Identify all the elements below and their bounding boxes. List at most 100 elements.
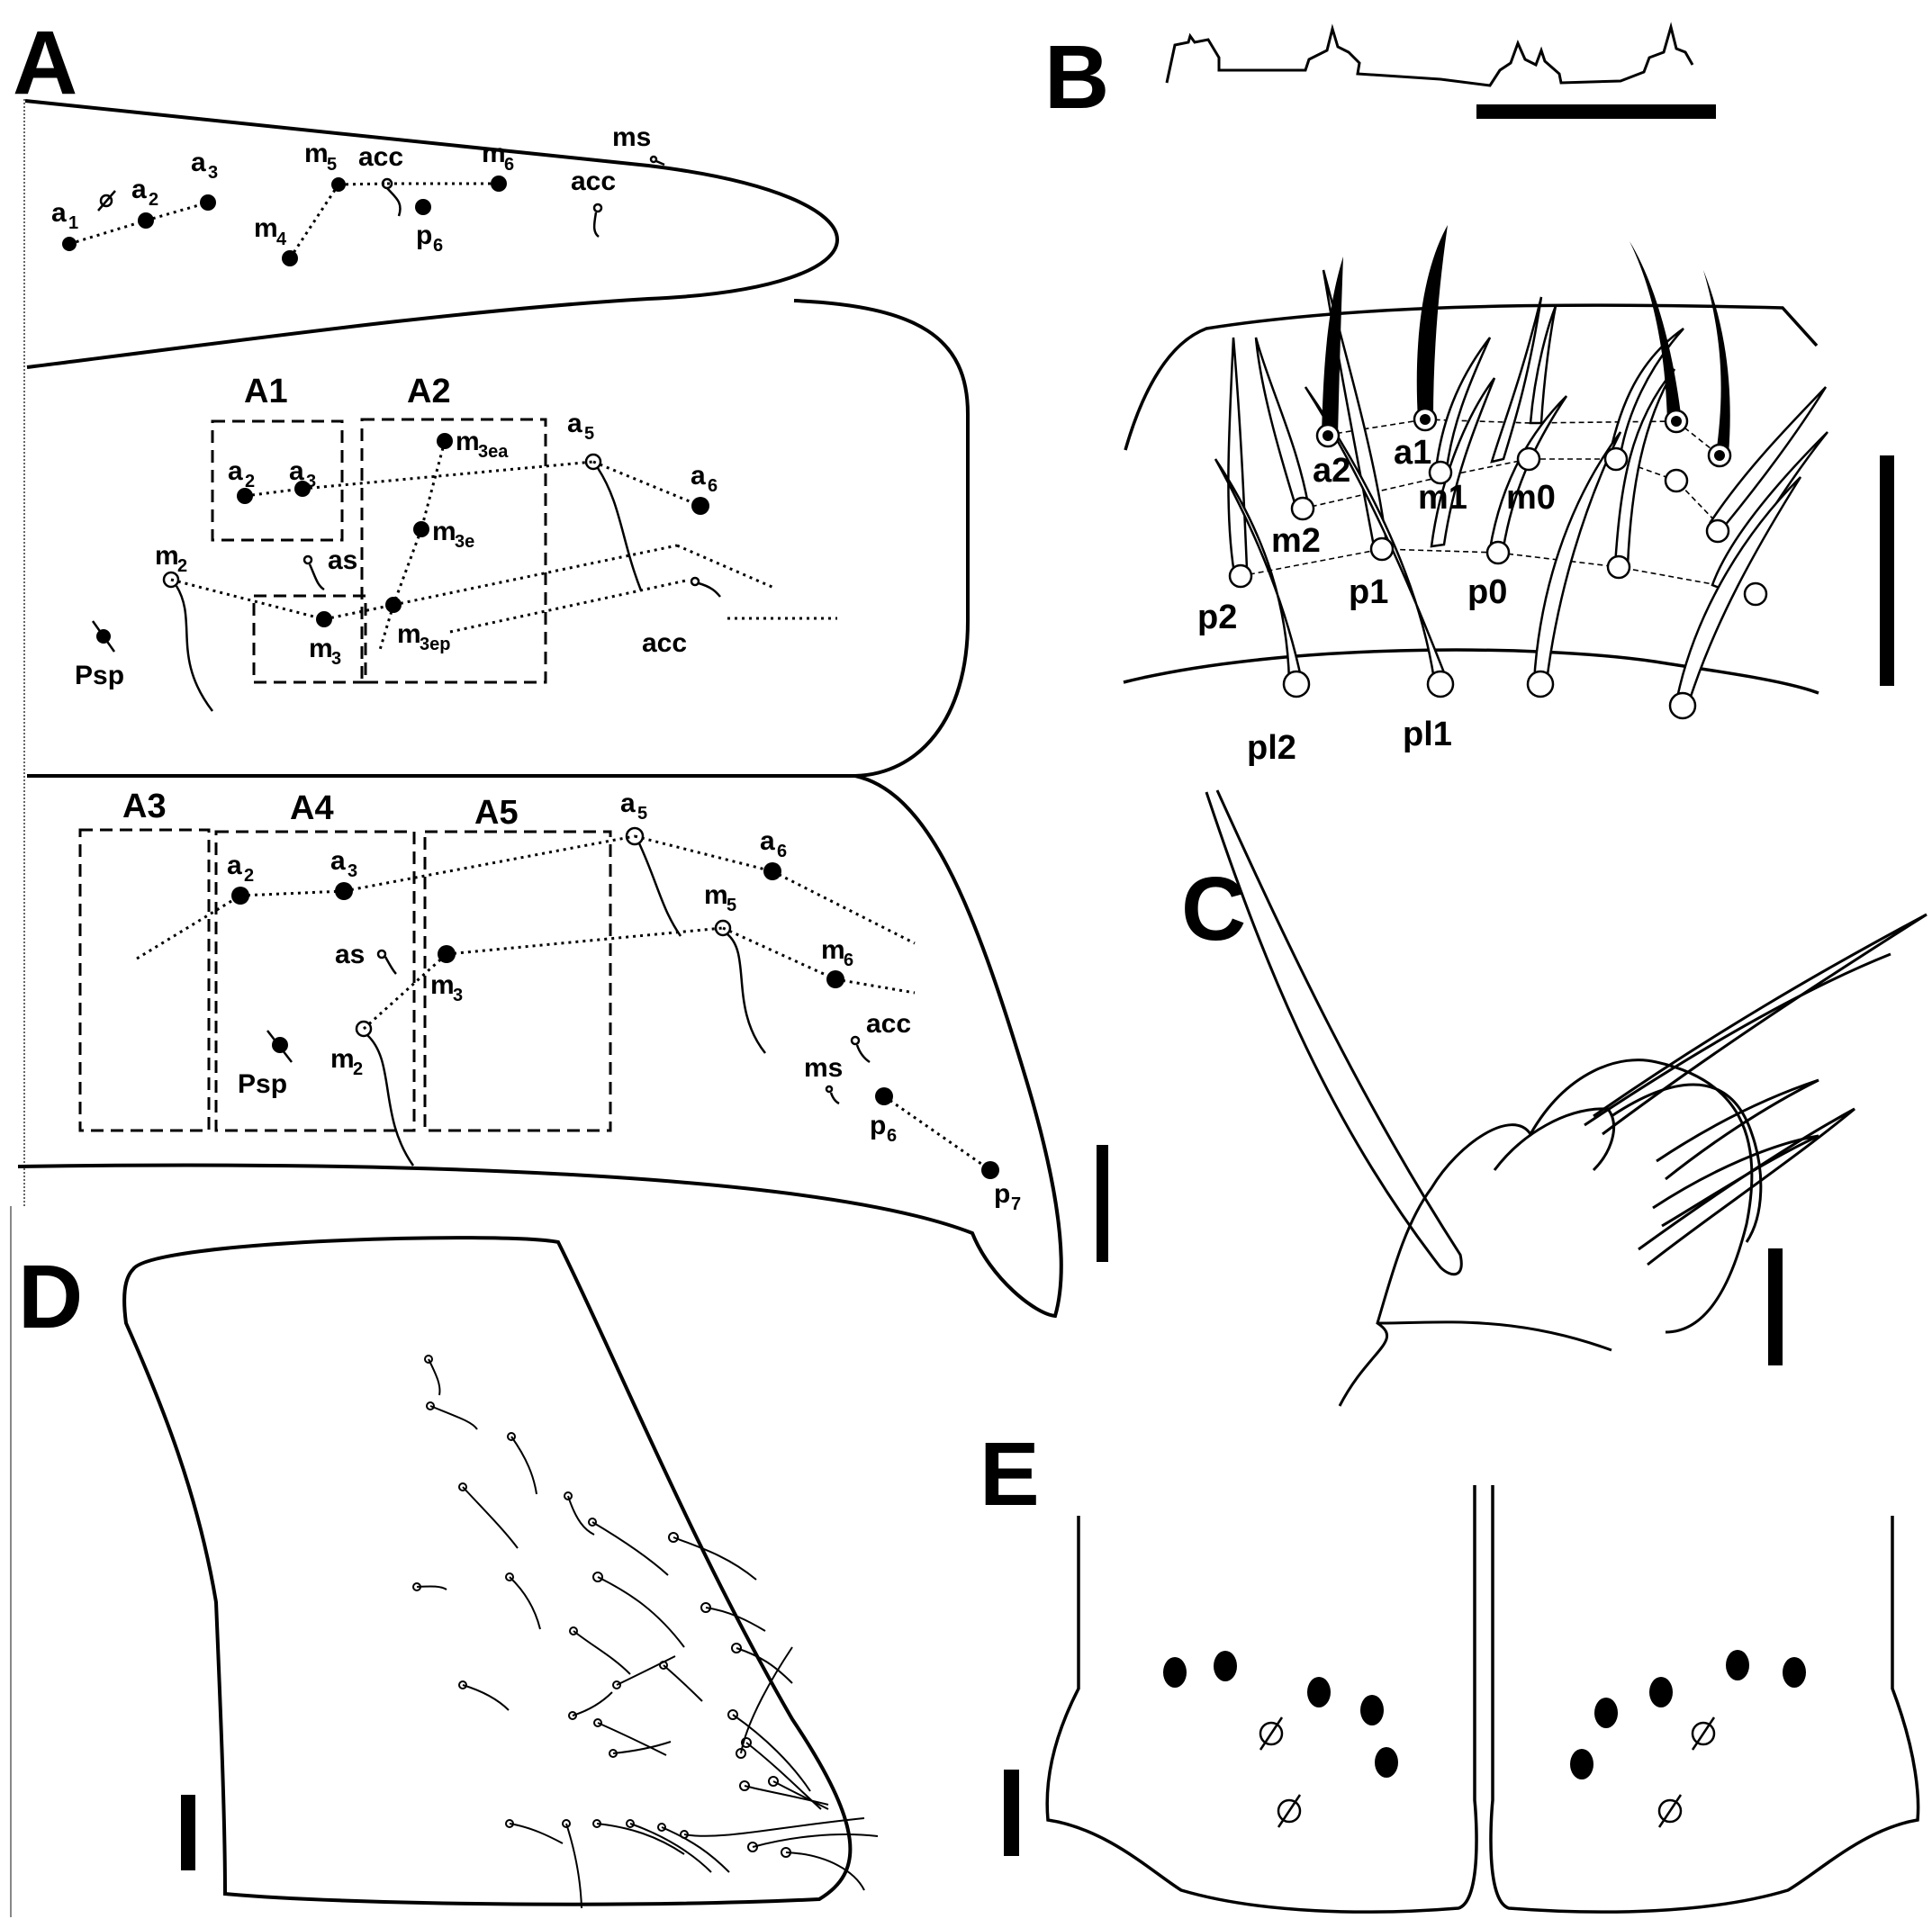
- scale-bar-d: [181, 1795, 195, 1870]
- panel-e: E: [980, 1424, 1920, 1914]
- label-s2-m2: m: [155, 541, 179, 571]
- label-s3-acc: acc: [866, 1009, 911, 1039]
- label-s3-m2: m: [330, 1044, 355, 1074]
- panel-e-letter: E: [980, 1424, 1040, 1525]
- label-m6: m: [482, 139, 506, 168]
- panel-b-letter: B: [1044, 27, 1109, 128]
- label-s3-a2: a: [227, 851, 242, 880]
- label-a2: a: [131, 175, 147, 204]
- label-s3-a3: a: [330, 846, 346, 876]
- label-a3-sub: 3: [208, 163, 218, 183]
- label-s3-a3-sub: 3: [348, 861, 357, 881]
- panel-a: A: [13, 13, 1108, 1319]
- box-a2-label: A2: [407, 373, 451, 410]
- box-a3: [78, 828, 211, 1132]
- label-s2-m3-sub: 3: [331, 649, 341, 669]
- segment-3-outline: [17, 774, 1063, 1319]
- panel-a-letter: A: [13, 13, 77, 113]
- panel-d-letter: D: [18, 1247, 83, 1347]
- box-a1: [211, 419, 344, 542]
- label-s2-a6-sub: 6: [708, 476, 718, 496]
- label-ms-1: ms: [612, 122, 651, 152]
- label-b-m2: m2: [1271, 522, 1321, 560]
- label-s2-a5: a: [567, 409, 582, 438]
- label-m3ep: m: [397, 619, 421, 649]
- label-m3ea-sub: 3ea: [478, 442, 509, 462]
- label-s3-m5-sub: 5: [727, 896, 736, 915]
- label-s3-a6-sub: 6: [777, 842, 787, 861]
- label-m3e: m: [432, 517, 456, 546]
- label-b-a2: a2: [1313, 452, 1350, 490]
- label-s3-m3-sub: 3: [453, 986, 463, 1005]
- label-s2-acc: acc: [642, 628, 687, 658]
- label-s3-a6: a: [760, 826, 775, 856]
- box-a1-label: A1: [244, 373, 288, 410]
- scale-bar-e: [1004, 1770, 1019, 1856]
- label-b-m0: m0: [1506, 479, 1556, 517]
- tergite-outline: [1124, 303, 1819, 451]
- label-s3-a5: a: [620, 788, 636, 818]
- label-s3-m2-sub: 2: [353, 1059, 363, 1079]
- box-a4: [214, 830, 416, 1132]
- label-s3-m6: m: [821, 935, 845, 965]
- label-a1: a: [51, 198, 67, 228]
- label-b-pl2: pl2: [1247, 729, 1296, 767]
- scale-bar-b-top: [1476, 104, 1716, 119]
- label-b-p1: p1: [1349, 573, 1388, 611]
- label-b-p0: p0: [1467, 573, 1507, 611]
- box-a3-label: A3: [122, 788, 167, 825]
- label-s2-psp: Psp: [75, 661, 124, 690]
- label-s3-a5-sub: 5: [637, 804, 647, 824]
- label-a3: a: [191, 148, 206, 177]
- segment-2-outline: [27, 299, 970, 778]
- label-s3-p7-sub: 7: [1011, 1194, 1021, 1214]
- label-m6-sub: 6: [504, 155, 514, 175]
- label-a2-sub: 2: [149, 190, 158, 210]
- box-a4-label: A4: [290, 789, 334, 827]
- tergite-lower-outline: [1123, 648, 1819, 695]
- panel-c: C: [1181, 789, 1927, 1407]
- panel-d: D: [18, 1236, 879, 1909]
- label-s3-a2-sub: 2: [244, 866, 254, 886]
- scale-bar-c: [1768, 1248, 1783, 1365]
- profile-line: [1165, 22, 1694, 87]
- label-b-p2: p2: [1197, 599, 1237, 636]
- label-s2-as: as: [328, 545, 357, 575]
- label-s2-m3: m: [309, 634, 333, 663]
- panel-b: B: [1044, 22, 1894, 767]
- label-s3-m3: m: [430, 970, 455, 1000]
- label-s3-psp: Psp: [238, 1069, 287, 1099]
- scale-bar-b: [1880, 455, 1894, 686]
- plate-outline-right: [1489, 1485, 1920, 1914]
- label-p6-sub: 6: [433, 236, 443, 256]
- label-s2-a5-sub: 5: [584, 424, 594, 444]
- scale-bar-a: [1097, 1145, 1108, 1262]
- label-p6: p: [416, 221, 432, 250]
- label-m4-sub: 4: [276, 230, 287, 249]
- plate-outline: [122, 1236, 853, 1906]
- label-s2-a2: a: [228, 456, 243, 486]
- label-acc-2: acc: [571, 167, 616, 196]
- plate-outline-left: [1045, 1485, 1478, 1914]
- box-a2: [360, 418, 547, 684]
- label-s3-p6-sub: 6: [887, 1126, 897, 1146]
- segment-1-chaetae: [68, 182, 499, 259]
- label-s3-p7: p: [994, 1179, 1010, 1209]
- label-s3-ms: ms: [804, 1053, 843, 1083]
- label-b-a1: a1: [1394, 434, 1431, 472]
- label-b-m1: m1: [1418, 479, 1467, 517]
- segment-1-outline: [24, 99, 839, 369]
- label-s2-a2-sub: 2: [245, 472, 255, 491]
- label-s3-as: as: [335, 940, 365, 969]
- panel-c-letter: C: [1181, 859, 1246, 959]
- label-a1-sub: 1: [68, 213, 78, 233]
- box-a5: [423, 830, 612, 1132]
- label-m3e-sub: 3e: [455, 532, 474, 552]
- label-m5-sub: 5: [327, 155, 337, 175]
- label-s2-a3: a: [289, 456, 304, 486]
- label-s2-a3-sub: 3: [306, 472, 316, 491]
- label-s3-m6-sub: 6: [844, 950, 853, 970]
- label-m4: m: [254, 213, 278, 243]
- label-m3ep-sub: 3ep: [420, 635, 450, 654]
- label-m3ea: m: [456, 427, 480, 456]
